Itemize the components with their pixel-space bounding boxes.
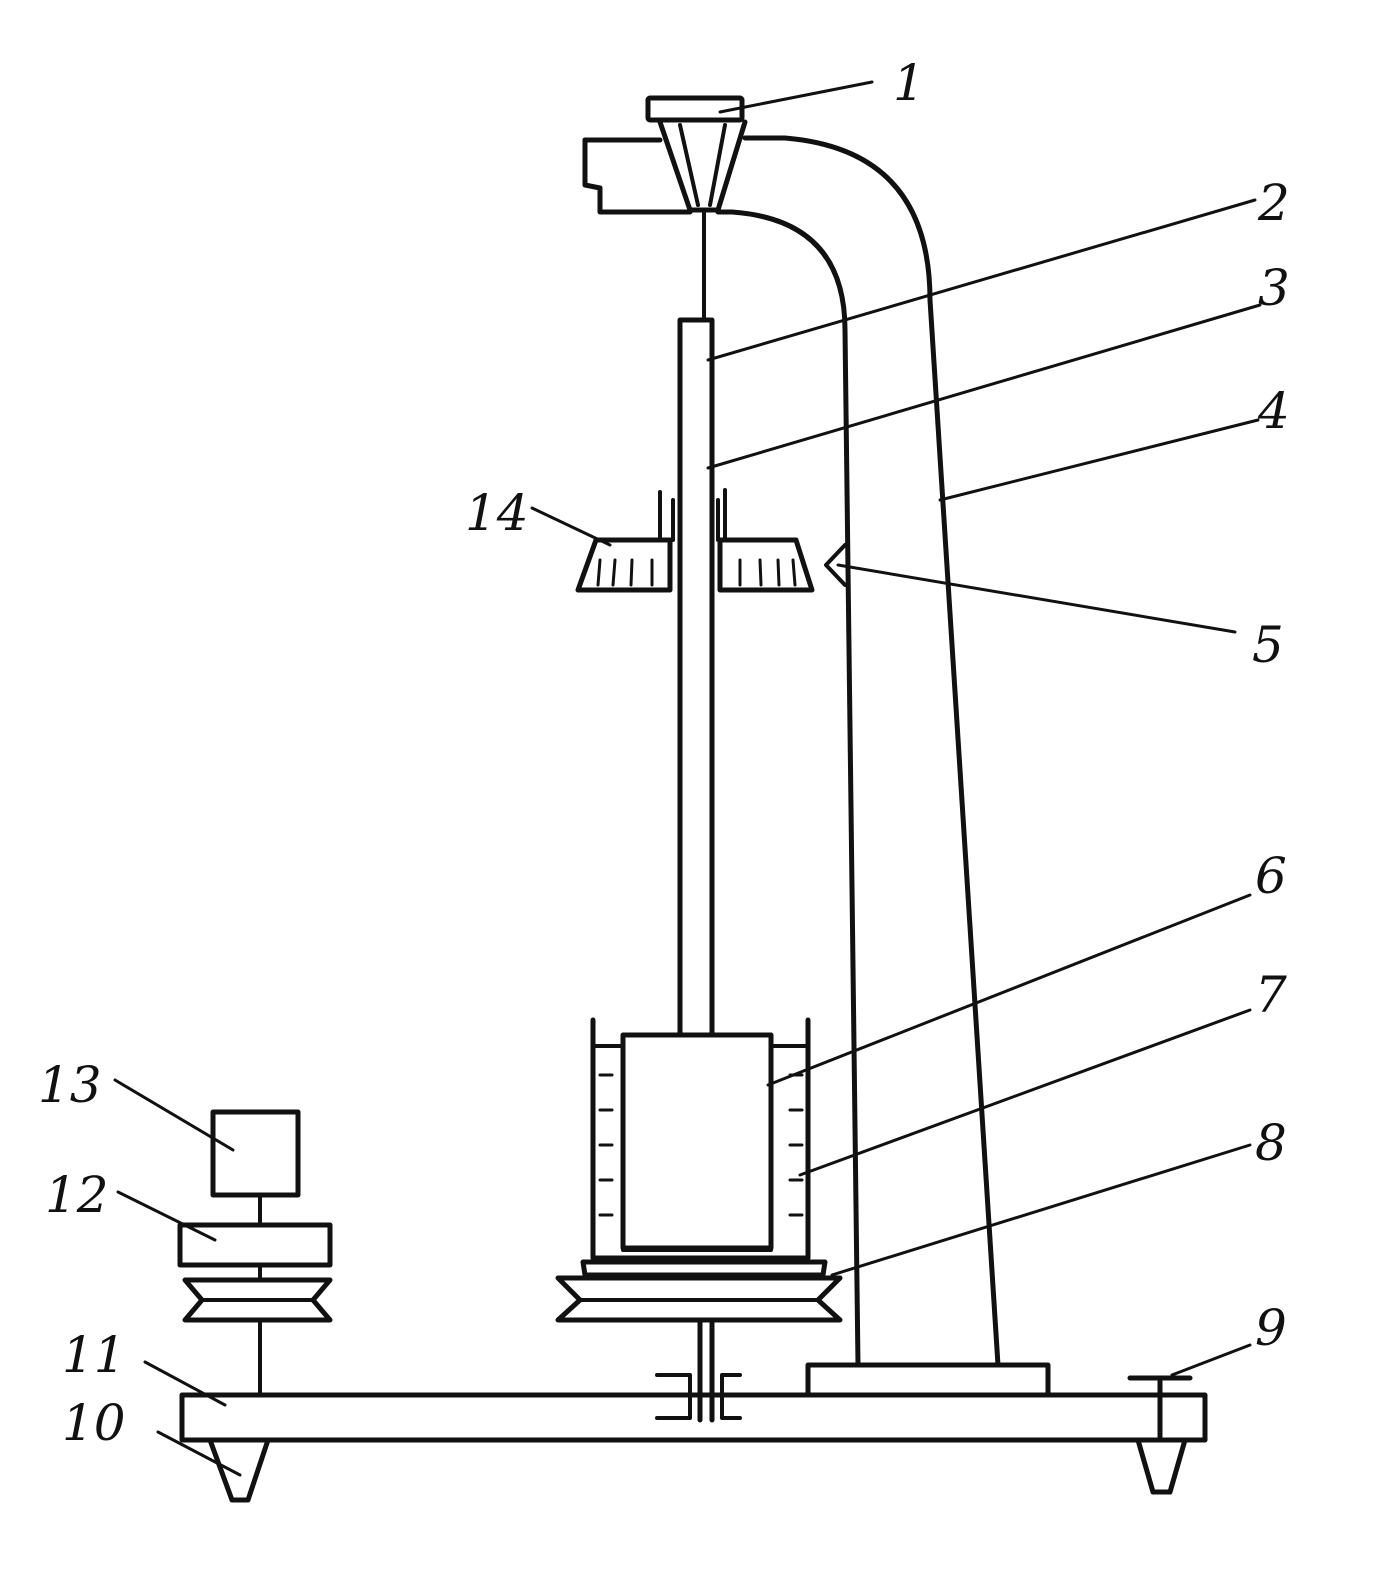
measuring-cup xyxy=(590,1017,811,1261)
motor xyxy=(210,1109,301,1227)
turntable xyxy=(555,1259,843,1323)
leader-lines xyxy=(113,80,1262,1477)
column-foot xyxy=(805,1362,1051,1398)
callout-3: 3 xyxy=(1258,259,1290,317)
inner-cylinder xyxy=(620,1032,774,1251)
base-feet xyxy=(207,1437,1188,1503)
support-column xyxy=(582,135,1001,1368)
callout-4: 4 xyxy=(1257,382,1290,440)
callout-6: 6 xyxy=(1255,847,1287,905)
callout-11: 11 xyxy=(62,1326,126,1384)
callout-13: 13 xyxy=(38,1056,102,1114)
torsion-head xyxy=(645,95,748,213)
callout-9: 9 xyxy=(1255,1299,1287,1357)
drive-shaft xyxy=(655,1317,742,1423)
base-plate xyxy=(179,1392,1208,1443)
callout-10: 10 xyxy=(62,1394,126,1452)
callout-labels: 1 2 3 4 5 6 7 8 9 10 11 12 13 14 xyxy=(38,54,1290,1452)
damping-vanes xyxy=(575,488,815,593)
callout-12: 12 xyxy=(45,1166,109,1224)
callout-1: 1 xyxy=(893,54,925,112)
callout-8: 8 xyxy=(1255,1114,1287,1172)
callout-2: 2 xyxy=(1257,174,1290,232)
pointer xyxy=(824,543,847,587)
rod xyxy=(677,317,715,1038)
callout-14: 14 xyxy=(465,484,529,542)
callout-5: 5 xyxy=(1252,616,1284,674)
callout-7: 7 xyxy=(1255,966,1287,1024)
leveling-screw xyxy=(1127,1375,1193,1443)
drive-pulley xyxy=(182,1277,333,1397)
